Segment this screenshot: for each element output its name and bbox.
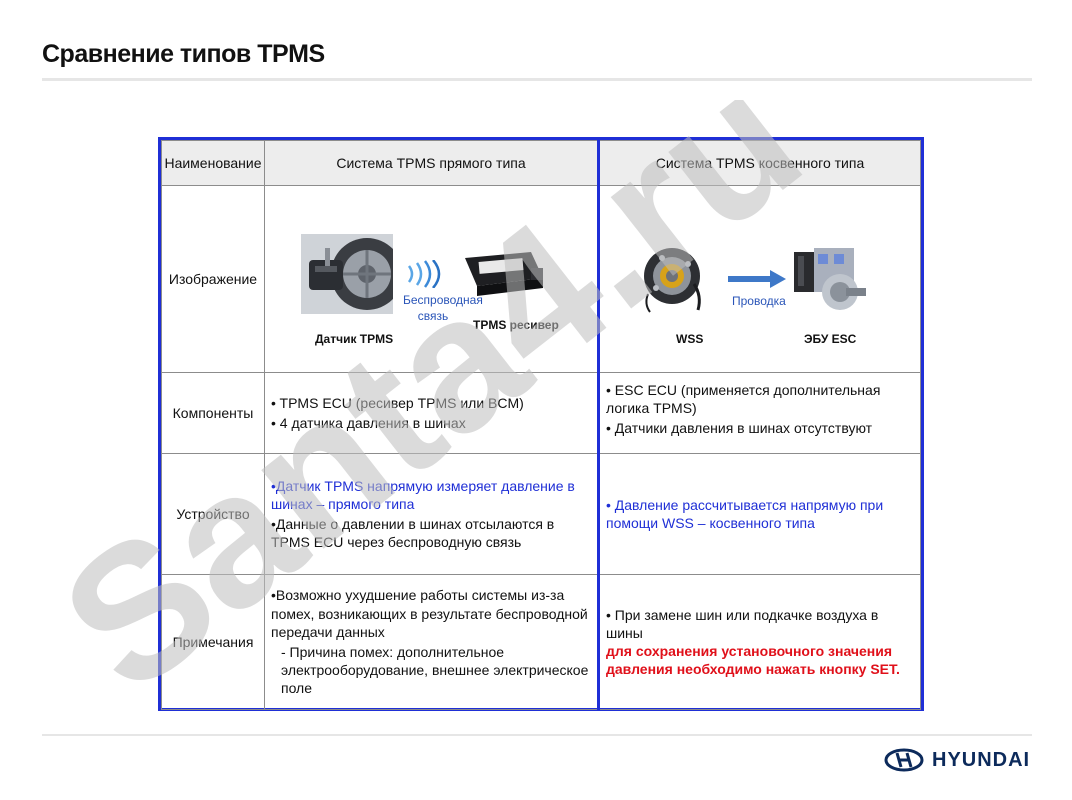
comparison-table: Наименование Система TPMS прямого типа С… (158, 137, 924, 711)
direct-device-cell: •Датчик TPMS напрямую измеряет давление … (264, 453, 599, 575)
tpms-receiver-image (459, 248, 549, 300)
arrow-right-icon (728, 270, 786, 288)
indirect-components-cell: • ESC ECU (применяется дополнительная ло… (597, 372, 921, 454)
row-notes: Примечания •Возможно ухудшение работы си… (161, 574, 921, 710)
receiver-label: TPMS ресивер (473, 318, 559, 332)
direct-notes-subitem: - Причина помех: дополнительное электроо… (281, 644, 589, 697)
wireless-label-line1: Беспроводная (403, 293, 483, 307)
wireless-label-line2: связь (417, 309, 449, 324)
row-image: Изображение (161, 185, 921, 373)
indirect-component-item: • Датчики давления в шинах отсутствуют (606, 420, 873, 437)
wiring-label: Проводка (732, 294, 786, 308)
indirect-device-blue: • Давление рассчитывается напрямую при п… (606, 496, 884, 531)
ecu-label: ЭБУ ESC (804, 332, 857, 346)
row-components: Компоненты • TPMS ECU (ресивер TPMS или … (161, 372, 921, 454)
row-components-label: Компоненты (161, 372, 265, 454)
row-device: Устройство •Датчик TPMS напрямую измеряе… (161, 453, 921, 575)
brand-name: HYUNDAI (932, 748, 1031, 771)
wss-label: WSS (676, 332, 704, 346)
row-device-label: Устройство (161, 453, 265, 575)
direct-device-blue: •Датчик TPMS напрямую измеряет давление … (271, 477, 575, 512)
header-name: Наименование (161, 140, 265, 186)
indirect-notes-black: • При замене шин или подкачке воздуха в … (606, 606, 879, 641)
header-indirect: Система TPMS косвенного типа (597, 140, 921, 186)
hyundai-emblem-icon (884, 748, 924, 772)
direct-image-cell: Беспроводная связь Датчик TPMS TPMS реси… (264, 185, 599, 373)
page-title: Сравнение типов TPMS (42, 40, 325, 68)
indirect-notes-cell: • При замене шин или подкачке воздуха в … (597, 574, 921, 710)
title-divider (42, 78, 1032, 81)
esc-ecu-image (790, 244, 870, 318)
header-direct: Система TPMS прямого типа (264, 140, 599, 186)
header-row: Наименование Система TPMS прямого типа С… (161, 140, 921, 186)
indirect-notes-item: • При замене шин или подкачке воздуха в … (606, 606, 914, 679)
hyundai-logo: HYUNDAI (884, 748, 1030, 772)
indirect-device-cell: • Давление рассчитывается напрямую при п… (597, 453, 921, 575)
direct-notes-cell: •Возможно ухудшение работы системы из-за… (264, 574, 599, 710)
direct-component-item: • TPMS ECU (ресивер TPMS или BCM) (271, 394, 524, 411)
row-notes-label: Примечания (161, 574, 265, 710)
row-image-label: Изображение (161, 185, 265, 373)
footer-divider (42, 734, 1032, 736)
wireless-signal-icon (405, 259, 451, 289)
direct-component-item: • 4 датчика давления в шинах (271, 415, 466, 431)
indirect-image-cell: Проводка WSS ЭБУ ESC (597, 185, 921, 373)
direct-components-cell: • TPMS ECU (ресивер TPMS или BCM) • 4 да… (264, 372, 599, 454)
indirect-component-item: • ESC ECU (применяется дополнительная ло… (606, 382, 881, 417)
direct-device-black: •Данные о давлении в шинах отсылаются в … (271, 516, 555, 551)
wireless-label: Беспроводная связь (403, 292, 483, 324)
sensor-label: Датчик TPMS (315, 332, 394, 346)
direct-notes-item: •Возможно ухудшение работы системы из-за… (271, 587, 588, 640)
tpms-sensor-image (301, 234, 403, 314)
indirect-notes-red: для сохранения установочного значения да… (606, 643, 900, 678)
wss-image (642, 244, 708, 314)
